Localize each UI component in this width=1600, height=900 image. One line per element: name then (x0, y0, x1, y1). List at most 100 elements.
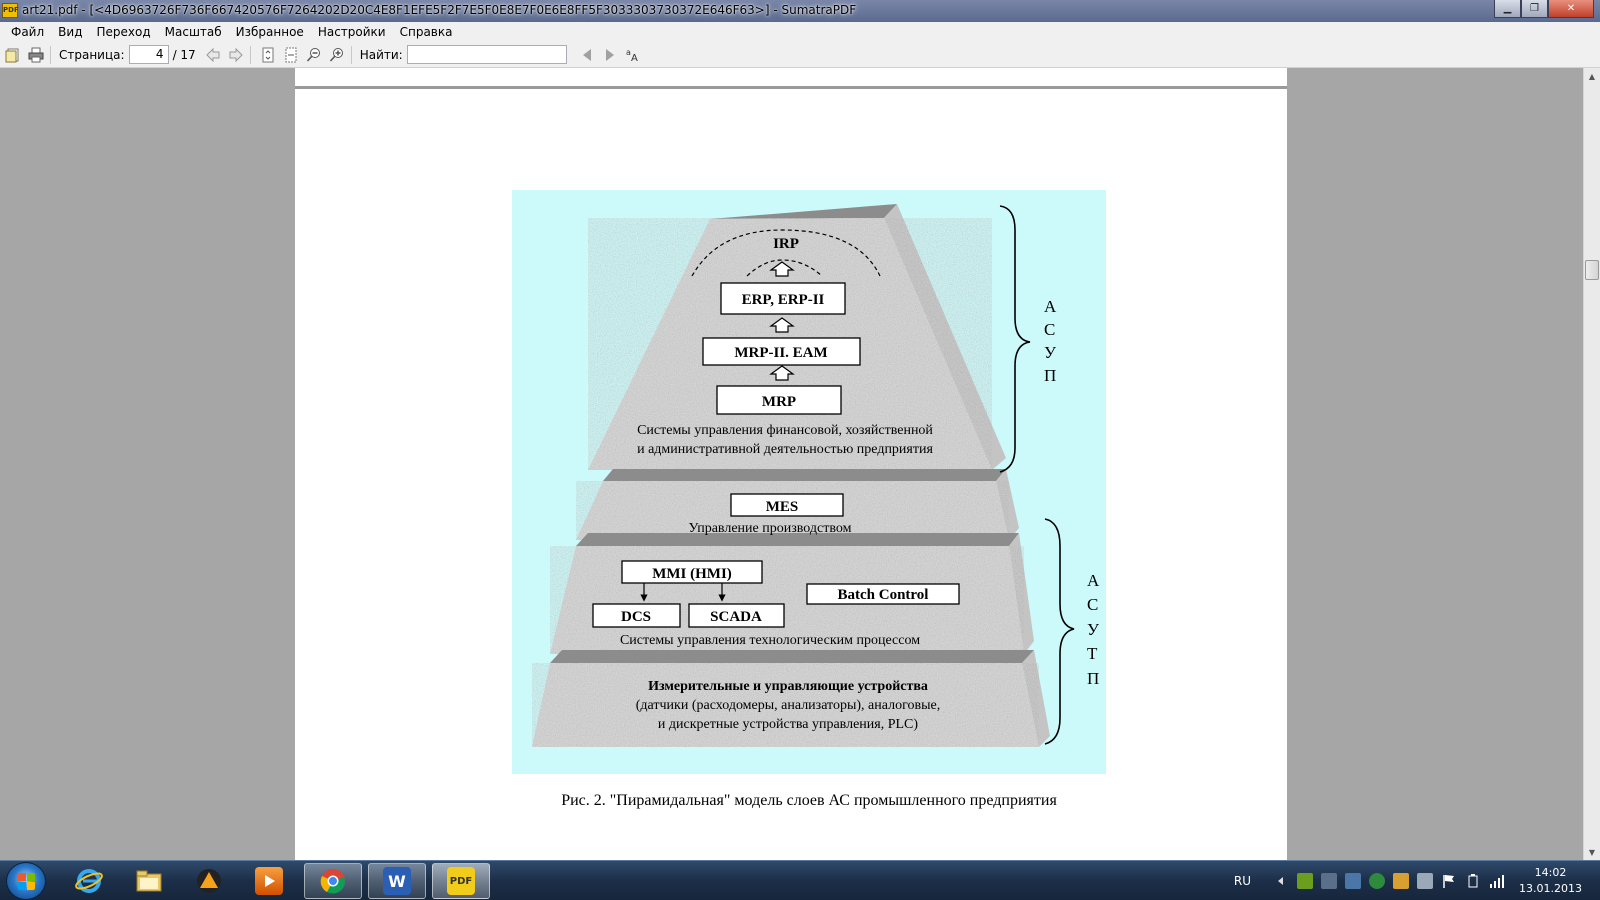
asutp-brace (1044, 518, 1075, 745)
nvidia-icon[interactable] (1297, 873, 1314, 889)
find-next-icon[interactable] (600, 45, 620, 65)
menu-zoom[interactable]: Масштаб (164, 25, 222, 39)
asup-brace (999, 205, 1031, 473)
signal-strength-icon[interactable] (1489, 873, 1505, 889)
system-tray: RU 14:02 13.01.2013 (1234, 861, 1582, 900)
next-page-icon[interactable] (226, 45, 246, 65)
menu-file[interactable]: Файл (11, 25, 45, 39)
asup-letter: П (1044, 366, 1056, 385)
clock-time: 14:02 (1534, 866, 1567, 879)
toolbar-separator (249, 45, 251, 64)
irp-inner-dome (746, 259, 823, 277)
mrp2-box (702, 337, 861, 366)
asutp-letter: У (1087, 620, 1100, 639)
chrome-icon (319, 867, 347, 895)
zoom-out-icon[interactable] (304, 45, 324, 65)
irp-label: IRP (773, 236, 799, 252)
mes-layer-text: Управление производством (689, 521, 852, 536)
mmi-box (621, 560, 763, 584)
menu-help[interactable]: Справка (399, 25, 453, 39)
clock-date: 13.01.2013 (1519, 882, 1582, 895)
page-label: Страница: (59, 47, 125, 62)
dcs-box (592, 603, 681, 628)
taskbar-internet-explorer[interactable] (60, 863, 118, 899)
top-layer-top-edge (710, 204, 897, 219)
menu-view[interactable]: Вид (58, 25, 83, 39)
up-arrow-icon (769, 365, 795, 381)
irp-dome (691, 229, 881, 277)
scroll-down-icon[interactable]: ▼ (1588, 847, 1596, 857)
mrp2-label: MRP-II. EAM (734, 345, 827, 361)
process-layer-text: Системы управления технологическим проце… (620, 633, 920, 648)
power-icon[interactable] (1465, 873, 1481, 889)
title-bar[interactable]: PDF art21.pdf - [<4D6963726F736F66742057… (0, 0, 1600, 22)
taskbar-sumatrapdf[interactable]: PDF (432, 863, 490, 899)
svg-text:a: a (626, 48, 631, 57)
menu-go[interactable]: Переход (96, 25, 151, 39)
scada-box (688, 603, 785, 628)
aimp-icon (195, 867, 223, 895)
fit-page-icon[interactable] (258, 45, 278, 65)
process-layer-side (1009, 533, 1034, 654)
action-center-flag-icon[interactable] (1441, 873, 1457, 889)
taskbar-chrome[interactable] (304, 863, 362, 899)
find-input[interactable] (406, 45, 567, 64)
taskbar-aimp[interactable] (180, 863, 238, 899)
toolbar-separator (350, 45, 352, 64)
media-player-icon (255, 867, 283, 895)
erp-box (720, 282, 846, 315)
safely-remove-icon[interactable] (1417, 873, 1434, 889)
taskbar-word[interactable]: W (368, 863, 426, 899)
asutp-letter: А (1087, 571, 1100, 590)
update-icon[interactable] (1393, 873, 1410, 889)
taskbar-media-player[interactable] (240, 863, 298, 899)
clock[interactable]: 14:02 13.01.2013 (1519, 865, 1582, 897)
folder-icon (135, 867, 163, 895)
minimize-button[interactable]: ▁ (1494, 0, 1521, 18)
network-adapter-icon[interactable] (1321, 873, 1338, 889)
process-layer-top-edge (576, 533, 1019, 546)
mes-layer-side (996, 469, 1019, 540)
mrp-box (716, 385, 842, 415)
menu-favorites[interactable]: Избранное (235, 25, 304, 39)
asup-letter: У (1044, 343, 1057, 362)
find-label: Найти: (359, 47, 403, 62)
vertical-scrollbar[interactable]: ▲ ▼ (1583, 68, 1600, 860)
asutp-letter: С (1087, 595, 1098, 614)
close-button[interactable]: ✕ (1548, 0, 1594, 18)
asutp-letter: П (1087, 669, 1099, 688)
find-prev-icon[interactable] (577, 45, 597, 65)
maximize-button[interactable]: ❐ (1521, 0, 1548, 18)
internet-explorer-icon (75, 867, 103, 895)
device-layer-title: Измерительные и управляющие устройства (648, 679, 928, 694)
fit-width-icon[interactable] (281, 45, 301, 65)
page-total: / 17 (172, 47, 196, 62)
close-icon: ✕ (1566, 3, 1576, 14)
print-icon[interactable] (26, 45, 46, 65)
scroll-thumb[interactable] (1585, 260, 1599, 280)
start-button[interactable] (6, 862, 46, 900)
vk-icon[interactable] (1345, 873, 1362, 889)
batch-label: Batch Control (838, 587, 929, 603)
asutp-letter: Т (1087, 644, 1098, 663)
menu-settings[interactable]: Настройки (317, 25, 386, 39)
scroll-up-icon[interactable]: ▲ (1588, 71, 1596, 81)
taskbar-explorer[interactable] (120, 863, 178, 899)
device-layer-face (532, 663, 1039, 747)
up-arrow-icon (769, 317, 795, 333)
open-icon[interactable] (3, 45, 23, 65)
prev-page-icon[interactable] (203, 45, 223, 65)
svg-text:A: A (631, 53, 638, 63)
page-number-input[interactable]: 4 (128, 45, 169, 64)
top-layer-text-1: Системы управления финансовой, хозяйстве… (637, 423, 933, 438)
page-separator (295, 86, 1287, 89)
toolbar-separator (50, 45, 51, 64)
menu-bar: Файл Вид Переход Масштаб Избранное Настр… (0, 22, 1600, 42)
antivirus-icon[interactable] (1369, 873, 1386, 889)
language-indicator[interactable]: RU (1233, 874, 1252, 888)
zoom-in-icon[interactable] (327, 45, 347, 65)
show-hidden-icons-icon[interactable] (1273, 873, 1289, 889)
minimize-icon: ▁ (1503, 3, 1512, 14)
